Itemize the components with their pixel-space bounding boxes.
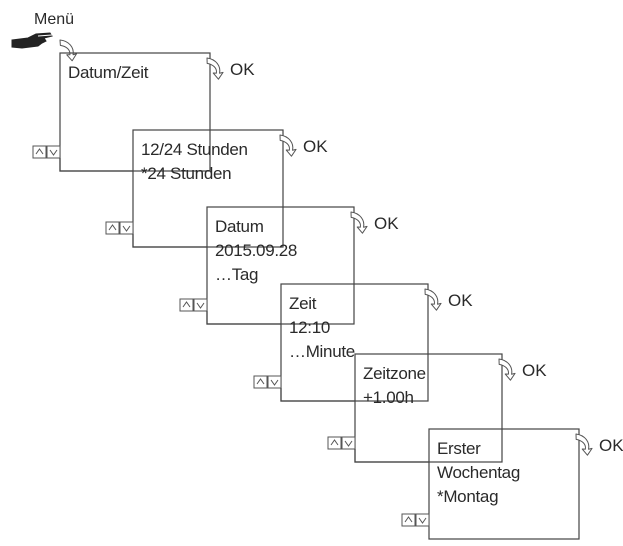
up-down-buttons-icon (401, 513, 430, 527)
screen-text-datum-zeit: Datum/Zeit (68, 63, 149, 82)
curved-arrow-icon (206, 57, 224, 80)
flow-connector (354, 449, 429, 463)
screen-text-erster-wochentag: Wochentag (437, 463, 520, 482)
ok-label: OK (303, 137, 328, 156)
ok-label: OK (448, 291, 473, 310)
pointing-hand-icon (11, 32, 53, 49)
screen-text-datum: …Tag (215, 265, 258, 284)
screen-text-zeitzone: +1.00h (363, 388, 414, 407)
screen-text-erster-wochentag: Erster (437, 439, 481, 458)
screen-box-erster-wochentag (428, 428, 580, 540)
ok-label: OK (522, 361, 547, 380)
flow-connector (280, 388, 355, 402)
screen-text-datum: Datum (215, 217, 264, 236)
menu-label: Menü (34, 11, 74, 28)
screen-box-datum-zeit (59, 52, 211, 172)
start-arrow-icon (59, 39, 78, 62)
up-down-buttons-icon (327, 436, 356, 450)
ok-label: OK (599, 436, 623, 455)
screen-text-zeit: …Minute (289, 342, 355, 361)
screen-box-12-24-stunden (132, 129, 284, 248)
up-down-buttons-icon (179, 298, 208, 312)
screen-text-12-24-stunden: 12/24 Stunden (141, 140, 248, 159)
screen-text-erster-wochentag: *Montag (437, 487, 498, 506)
up-down-buttons-icon (253, 375, 282, 389)
screen-text-zeit: Zeit (289, 294, 317, 313)
screen-text-zeit: 12:10 (289, 318, 330, 337)
screen-text-datum: 2015.09.28 (215, 241, 297, 260)
curved-arrow-icon (350, 211, 368, 234)
flow-connector (206, 311, 281, 325)
ok-label: OK (374, 214, 399, 233)
curved-arrow-icon (498, 358, 516, 381)
up-down-buttons-icon (105, 221, 134, 235)
ok-label: OK (230, 60, 255, 79)
screen-text-zeitzone: Zeitzone (363, 364, 426, 383)
curved-arrow-icon (279, 134, 297, 157)
flow-connector (132, 234, 207, 248)
screen-text-12-24-stunden: *24 Stunden (141, 164, 231, 183)
up-down-buttons-icon (32, 145, 61, 159)
curved-arrow-icon (424, 288, 442, 311)
curved-arrow-icon (575, 433, 593, 456)
flow-connector (59, 158, 133, 172)
